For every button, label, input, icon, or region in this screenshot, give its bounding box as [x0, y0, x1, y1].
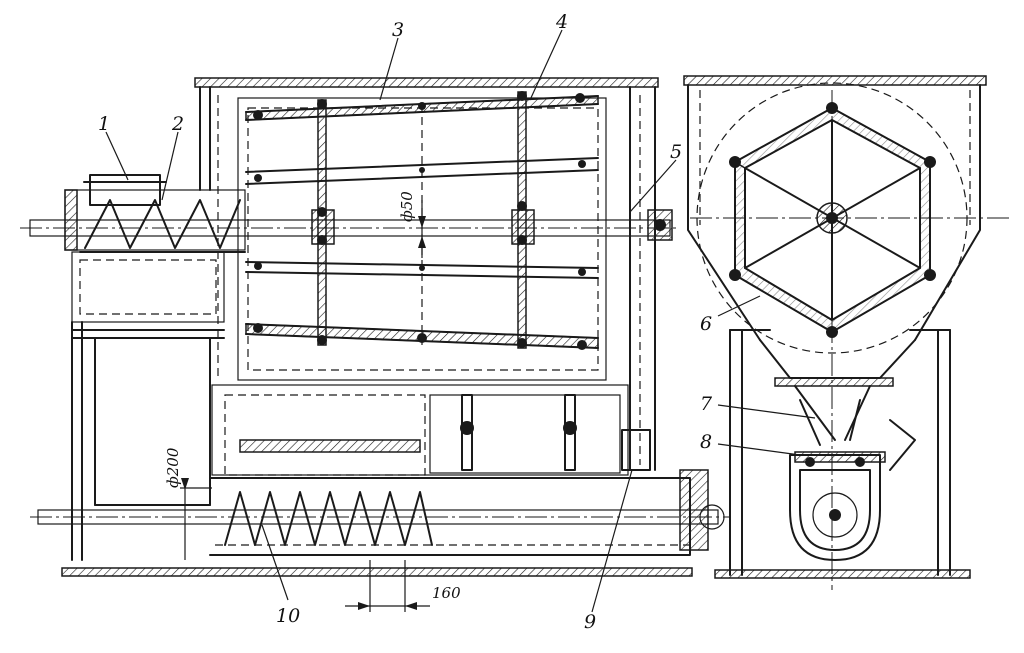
lower-screw-flights — [224, 491, 433, 546]
housing-outline — [199, 86, 656, 471]
dim-screw-diameter: ф200 — [164, 447, 182, 488]
dim-shaft-diameter: ф50 — [398, 191, 416, 222]
feed-screw-flights — [84, 199, 241, 249]
callout-5: 5 — [670, 141, 682, 163]
callout-6: 6 — [700, 313, 712, 335]
callout-8: 8 — [700, 431, 712, 453]
bolts — [253, 91, 587, 350]
callout-3: 3 — [392, 19, 404, 41]
callout-1: 1 — [98, 113, 110, 135]
dimension-labels: ф50 ф200 160 — [164, 191, 461, 602]
end-screw-trough — [789, 454, 881, 561]
callout-4: 4 — [555, 11, 568, 33]
feed-screw-assembly — [64, 174, 246, 253]
callouts: 1 2 3 4 5 6 7 8 9 10 — [98, 11, 816, 633]
callout-9: 9 — [584, 611, 596, 633]
left-support-frame — [71, 251, 225, 561]
drum-frame — [237, 97, 607, 381]
dimension-lines — [180, 200, 430, 612]
callout-7: 7 — [700, 393, 713, 415]
top-cover-plate — [194, 77, 659, 88]
main-shaft — [20, 201, 680, 245]
end-hopper — [759, 339, 916, 379]
lower-screw-assembly — [30, 384, 730, 577]
partition-9 — [621, 429, 651, 471]
callout-10: 10 — [276, 605, 300, 627]
side-view — [20, 77, 730, 612]
callout-2: 2 — [171, 113, 184, 135]
dim-pitch: 160 — [432, 584, 461, 602]
end-view — [683, 75, 1010, 590]
